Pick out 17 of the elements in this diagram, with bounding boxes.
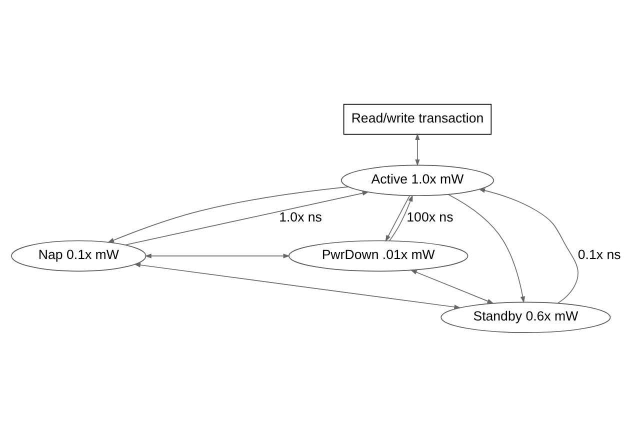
- node-box: Read/write transaction: [343, 104, 492, 135]
- arrow: [410, 270, 494, 304]
- node-ellipse: Nap 0.1x mW: [11, 240, 146, 272]
- arrow: [478, 188, 578, 304]
- arrow: [415, 133, 420, 166]
- arrow: [134, 262, 461, 310]
- node-ellipse: PwrDown .01x mW: [288, 240, 468, 272]
- arrow: [389, 194, 413, 241]
- arrow: [448, 194, 526, 304]
- edge-label: 1.0x ns: [279, 209, 322, 224]
- arrow: [385, 196, 410, 242]
- edge-label: 0.1x ns: [578, 247, 621, 262]
- node-ellipse: Standby 0.6x mW: [440, 302, 611, 333]
- edge-label: 100x ns: [406, 209, 454, 224]
- arrow: [107, 186, 349, 243]
- arrow: [144, 254, 290, 258]
- arrow: [125, 190, 370, 246]
